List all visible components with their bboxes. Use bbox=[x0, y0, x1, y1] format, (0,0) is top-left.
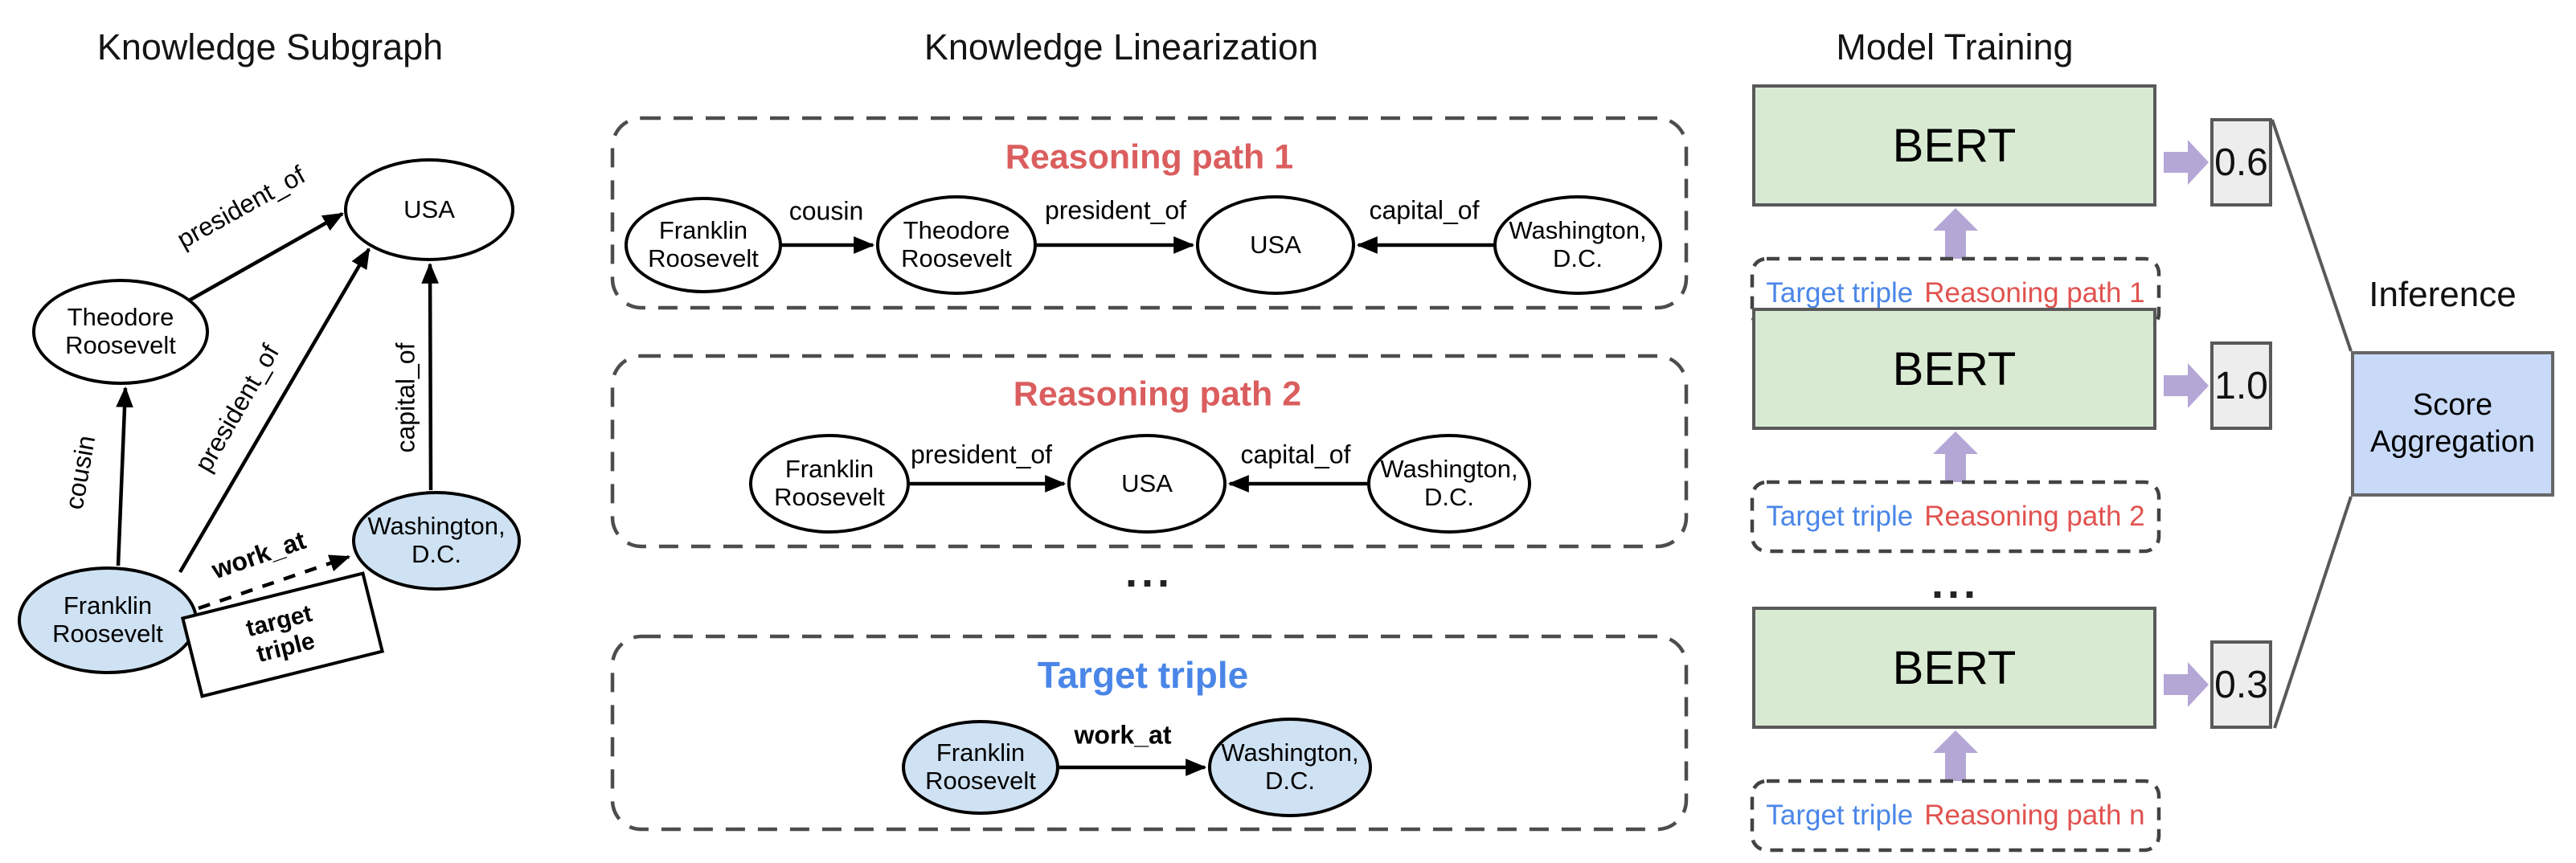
bert2-input-box bbox=[1750, 480, 2161, 554]
bert3-to-score-arrow-icon bbox=[2164, 662, 2209, 707]
subgraph-title: Knowledge Subgraph bbox=[96, 27, 444, 67]
bert-box-3: BERT bbox=[1752, 607, 2156, 729]
reasoning-path-1-box bbox=[610, 116, 1689, 310]
reasoning-path-2-box bbox=[610, 354, 1689, 549]
input2-reasoning-path-label: Reasoning path 2 bbox=[1924, 501, 2145, 532]
node-usa: USA bbox=[344, 158, 514, 261]
edge-label-capital-of: capital_of bbox=[391, 342, 420, 453]
input2-to-bert2-arrow-icon bbox=[1933, 432, 1978, 482]
input3-target-triple-label: Target triple bbox=[1766, 800, 1914, 831]
input3-to-bert3-arrow-icon bbox=[1933, 730, 1978, 781]
input1-reasoning-path-label: Reasoning path 1 bbox=[1924, 277, 2145, 309]
reasoning-path-1-title: Reasoning path 1 bbox=[1005, 137, 1294, 177]
node-washington-dc: Washington, D.C. bbox=[352, 491, 521, 591]
inference-label: Inference bbox=[2369, 275, 2517, 314]
path2-node-franklin: Franklin Roosevelt bbox=[749, 434, 910, 534]
reasoning-path-2-title: Reasoning path 2 bbox=[1013, 374, 1302, 414]
bert2-input-text: Target triple Reasoning path 2 bbox=[1752, 482, 2159, 551]
path1-node-theodore: Theodore Roosevelt bbox=[876, 195, 1037, 295]
input3-reasoning-path-label: Reasoning path n bbox=[1924, 800, 2145, 831]
path1-edge-label-president-of: president_of bbox=[1044, 195, 1187, 225]
score-aggregation-line1: Score bbox=[2412, 387, 2493, 422]
node-theodore-roosevelt: Theodore Roosevelt bbox=[32, 279, 209, 385]
bert-box-2: BERT bbox=[1752, 308, 2156, 430]
path3-edge-label-work-at: work_at bbox=[1074, 720, 1172, 750]
score-aggregation-box: Score Aggregation bbox=[2351, 351, 2554, 497]
edge-washington-capital-of-usa bbox=[421, 262, 439, 491]
path1-edge-label-capital-of: capital_of bbox=[1369, 195, 1480, 225]
edge-franklin-work-at-washington-dashed bbox=[198, 554, 351, 611]
linearization-title: Knowledge Linearization bbox=[924, 27, 1319, 67]
score-aggregation-line2: Aggregation bbox=[2370, 424, 2535, 459]
input1-to-bert1-arrow-icon bbox=[1933, 208, 1978, 259]
score-box-3: 0.3 bbox=[2210, 640, 2272, 729]
training-ellipsis: ... bbox=[1931, 559, 1980, 607]
path2-edge-label-capital-of: capital_of bbox=[1240, 440, 1351, 469]
score-box-1: 0.6 bbox=[2210, 118, 2272, 207]
edge-franklin-president-of-usa bbox=[178, 247, 371, 574]
bert1-to-score-arrow-icon bbox=[2164, 140, 2209, 185]
bert2-to-score-arrow-icon bbox=[2164, 363, 2209, 408]
path2-edge-label-president-of: president_of bbox=[910, 440, 1053, 469]
node-franklin-roosevelt: Franklin Roosevelt bbox=[18, 566, 198, 674]
bert3-input-text: Target triple Reasoning path n bbox=[1752, 781, 2159, 850]
score-box-2: 1.0 bbox=[2210, 342, 2272, 430]
path1-edge-label-cousin: cousin bbox=[788, 196, 864, 226]
input2-target-triple-label: Target triple bbox=[1766, 501, 1914, 532]
training-title: Model Training bbox=[1836, 27, 2074, 67]
target-triple-box bbox=[610, 634, 1689, 832]
path3-node-washington: Washington, D.C. bbox=[1208, 718, 1372, 817]
edge-franklin-cousin-theodore bbox=[116, 386, 133, 566]
path1-node-usa: USA bbox=[1196, 195, 1355, 295]
edge-theodore-president-of-usa bbox=[187, 212, 344, 302]
path2-node-washington: Washington, D.C. bbox=[1367, 434, 1531, 534]
score1-to-aggregation-line bbox=[2271, 119, 2353, 352]
target-triple-title: Target triple bbox=[1037, 654, 1249, 696]
path1-node-washington: Washington, D.C. bbox=[1493, 195, 1662, 295]
bert-box-1: BERT bbox=[1752, 84, 2156, 207]
linearization-ellipsis: ... bbox=[1124, 548, 1174, 596]
score3-to-aggregation-line bbox=[2273, 496, 2353, 729]
path1-node-franklin: Franklin Roosevelt bbox=[625, 197, 782, 293]
bert1-input-text: Target triple Reasoning path 1 bbox=[1752, 259, 2159, 328]
bert3-input-box bbox=[1750, 779, 2161, 853]
path3-node-franklin: Franklin Roosevelt bbox=[902, 720, 1059, 815]
input1-target-triple-label: Target triple bbox=[1766, 277, 1914, 309]
path2-node-usa: USA bbox=[1067, 434, 1227, 534]
